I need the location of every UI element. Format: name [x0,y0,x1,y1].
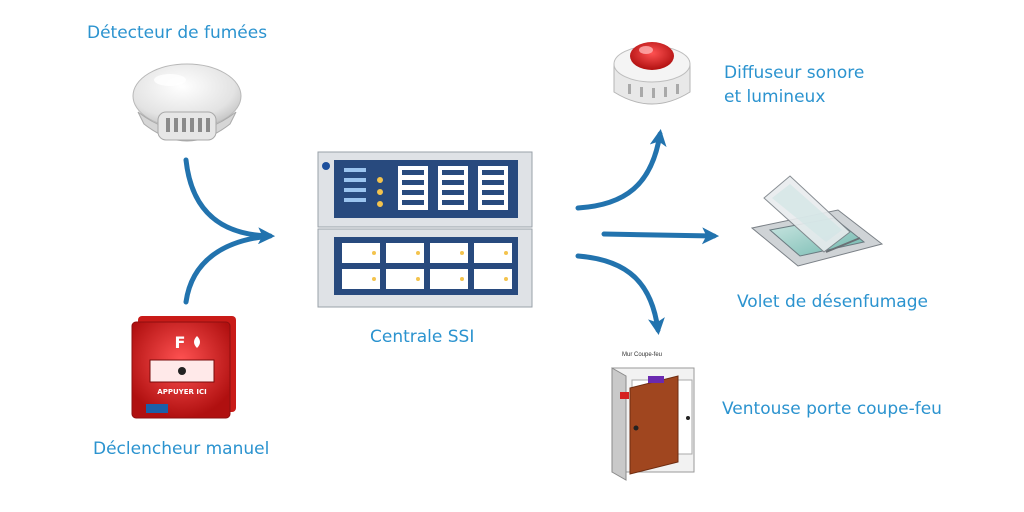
fire-door-icon: Mur Coupe-feu [611,352,695,481]
label-manual-call-point: Déclencheur manuel [93,439,270,459]
label-smoke-vent: Volet de désenfumage [737,292,928,312]
label-sounder-beacon: Diffuseur sonore et lumineux [724,61,864,109]
label-sounder-line1: Diffuseur sonore [724,63,865,83]
call-point-letter: F [175,333,186,352]
manual-call-point-icon: F APPUYER ICI [131,316,236,419]
arrow-central-to-sounder [575,128,667,211]
label-fire-door-holder: Ventouse porte coupe-feu [722,399,942,419]
label-smoke-detector: Détecteur de fumées [87,23,268,43]
arrow-detector-to-central [183,157,276,245]
arrow-callpoint-to-central [183,233,273,305]
sounder-beacon-icon [613,42,691,105]
call-point-press-text: APPUYER ICI [157,388,206,396]
arrow-central-to-door [575,253,665,336]
smoke-vent-icon [750,175,884,267]
arrow-central-to-vent [601,227,720,245]
door-caption: Mur Coupe-feu [622,352,662,358]
smoke-detector-icon [132,63,242,142]
label-central-ssi: Centrale SSI [370,327,475,347]
label-sounder-line2: et lumineux [724,87,826,107]
central-ssi-panel-icon [317,151,533,308]
